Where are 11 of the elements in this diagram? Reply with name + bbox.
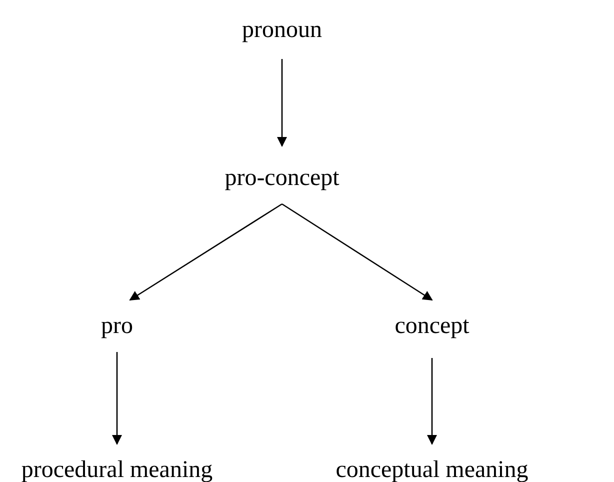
term-label: procedural meaning [21,456,213,482]
arrow [277,59,287,147]
term-label: pronoun [242,16,322,44]
term-label: conceptual meaning [336,456,528,482]
arrow [129,203,282,301]
arrow [112,352,122,445]
arrow [427,358,437,445]
term-label: pro [101,312,133,340]
term-label: concept [394,312,470,340]
arrow [282,203,433,301]
term-label: pro-concept [224,164,340,192]
